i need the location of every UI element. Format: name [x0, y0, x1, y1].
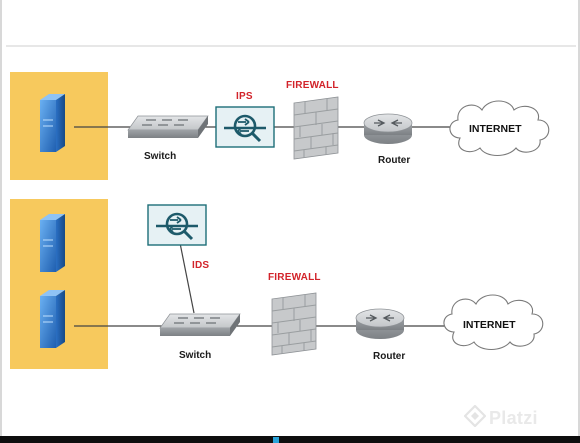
firewall-label: FIREWALL — [286, 80, 339, 91]
ids-span-link — [179, 242, 195, 314]
progress-marker — [273, 437, 279, 443]
network-diagram — [6, 45, 576, 369]
firewall-label: FIREWALL — [268, 272, 321, 283]
ids-icon — [146, 203, 208, 247]
ips-icon — [214, 105, 276, 149]
ids-label: IDS — [192, 260, 210, 271]
firewall-icon — [271, 292, 317, 356]
firewall-icon — [293, 96, 339, 160]
internet-label: INTERNET — [469, 123, 522, 135]
video-bottom-bar — [0, 436, 580, 443]
ips-label: IPS — [236, 91, 253, 102]
internet-label: INTERNET — [463, 319, 516, 331]
server-icon — [39, 289, 66, 349]
router-icon — [355, 308, 405, 340]
platzi-watermark: Platzi — [489, 408, 538, 428]
switch-icon — [127, 115, 209, 139]
router-label: Router — [378, 155, 411, 166]
switch-label: Switch — [144, 151, 177, 162]
platzi-logo-icon — [464, 405, 486, 427]
switch-label: Switch — [179, 350, 212, 361]
server-icon — [39, 93, 66, 153]
server-icon — [39, 213, 66, 273]
router-icon — [363, 113, 413, 145]
router-label: Router — [373, 351, 406, 362]
switch-icon — [159, 313, 241, 337]
